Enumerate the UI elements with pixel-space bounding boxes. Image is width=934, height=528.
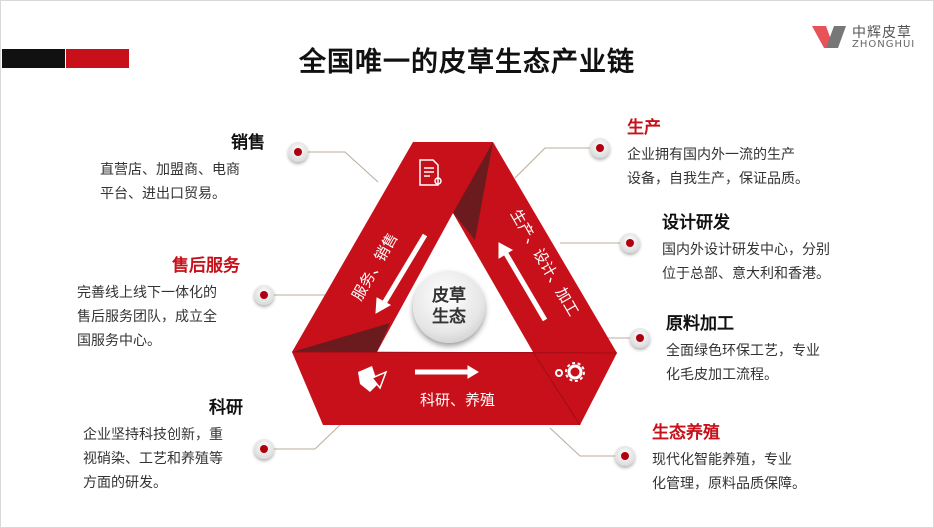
item-line: 企业坚持科技创新，重 — [83, 427, 223, 443]
item-line: 现代化智能养殖，专业 — [652, 452, 792, 468]
item-line: 设备，自我生产，保证品质。 — [627, 171, 809, 187]
marker-dot — [630, 328, 650, 348]
item-line: 方面的研发。 — [83, 475, 167, 491]
logo-mark-icon — [812, 26, 846, 48]
item-line: 完善线上线下一体化的 — [77, 285, 217, 301]
item-line: 直营店、加盟商、电商 — [100, 162, 240, 178]
info-item-design: 设计研发 国内外设计研发中心，分别 位于总部、意大利和香港。 — [662, 210, 830, 286]
item-line: 视硝染、工艺和养殖等 — [83, 451, 223, 467]
item-title: 销售 — [231, 133, 265, 153]
page-title: 全国唯一的皮草生态产业链 — [299, 47, 635, 78]
center-badge: 皮草 生态 — [413, 271, 485, 343]
gears-icon — [555, 362, 585, 382]
info-item-breeding: 生态养殖 现代化智能养殖，专业 化管理，原料品质保障。 — [652, 420, 806, 496]
item-title: 设计研发 — [662, 213, 730, 233]
item-line: 平台、进出口贸易。 — [100, 186, 226, 202]
decor-bar-red — [66, 49, 129, 68]
logo-cn: 中辉皮草 — [852, 25, 912, 41]
center-line2: 生态 — [432, 307, 466, 327]
marker-dot — [254, 439, 274, 459]
item-title: 科研 — [209, 398, 243, 418]
item-line: 国内外设计研发中心，分别 — [662, 242, 830, 258]
band-label-bottom: 科研、养殖 — [420, 391, 496, 409]
item-title: 生态养殖 — [652, 423, 720, 443]
marker-dot — [620, 233, 640, 253]
marker-dot — [288, 142, 308, 162]
item-line: 全面绿色环保工艺，专业 — [666, 343, 820, 359]
logo-en: ZHONGHUI — [852, 39, 916, 50]
certificate-icon — [419, 159, 442, 186]
fold-shadow-left — [292, 323, 390, 352]
flow-arrows — [375, 233, 548, 379]
info-item-after-sales: 售后服务 完善线上线下一体化的 售后服务团队，成立全 国服务中心。 — [77, 253, 240, 353]
info-item-production: 生产 企业拥有国内外一流的生产 设备，自我生产，保证品质。 — [627, 115, 809, 191]
item-title: 售后服务 — [172, 256, 240, 276]
megaphone-icon — [358, 366, 388, 392]
triangle-band — [292, 142, 617, 425]
marker-dot — [590, 138, 610, 158]
center-line1: 皮草 — [432, 286, 466, 306]
item-line: 位于总部、意大利和香港。 — [662, 266, 830, 282]
item-line: 售后服务团队，成立全 — [77, 309, 217, 325]
decor-bar-black — [2, 49, 65, 68]
item-line: 国服务中心。 — [77, 333, 161, 349]
info-item-research: 科研 企业坚持科技创新，重 视硝染、工艺和养殖等 方面的研发。 — [83, 395, 243, 495]
item-line: 化毛皮加工流程。 — [666, 367, 778, 383]
item-title: 原料加工 — [666, 314, 734, 334]
marker-dot — [615, 446, 635, 466]
item-title: 生产 — [627, 118, 661, 138]
marker-dot — [254, 285, 274, 305]
item-line: 化管理，原料品质保障。 — [652, 476, 806, 492]
info-item-sales: 销售 直营店、加盟商、电商 平台、进出口贸易。 — [100, 130, 265, 206]
info-item-processing: 原料加工 全面绿色环保工艺，专业 化毛皮加工流程。 — [666, 311, 820, 387]
item-line: 企业拥有国内外一流的生产 — [627, 147, 795, 163]
fold-shadow-top — [453, 142, 493, 240]
company-logo: 中辉皮草 ZHONGHUI — [812, 22, 932, 52]
